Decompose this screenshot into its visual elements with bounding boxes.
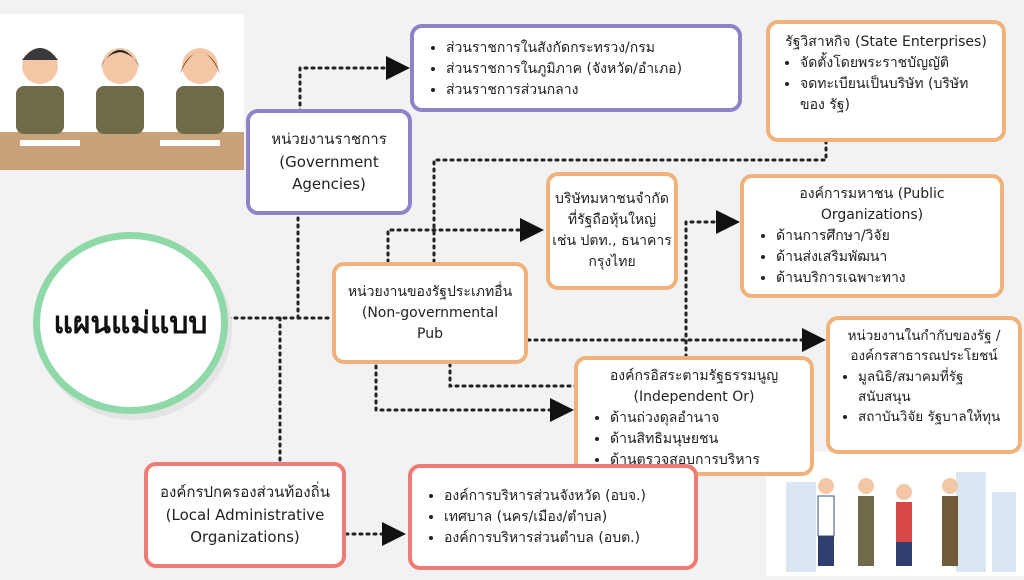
line-gov-items: [298, 56, 410, 114]
local-title-2: (Local Administrative: [165, 505, 325, 524]
public-company-line: เช่น ปตท., ธนาคาร: [552, 233, 672, 249]
other-title-3: Pub: [417, 325, 443, 342]
gov-item: ส่วนราชการส่วนกลาง: [446, 80, 724, 101]
local-item: เทศบาล (นคร/เมือง/ตำบล): [444, 507, 680, 528]
local-title-1: องค์กรปกครองส่วนท้องถิ่น: [160, 483, 330, 502]
independent-title-2: (Independent Or): [633, 389, 755, 405]
public-org-title-2: Organizations): [820, 207, 924, 223]
independent-org-box: องค์กรอิสระตามรัฐธรรมนูญ (Independent Or…: [574, 356, 814, 476]
local-admin-box: องค์กรปกครองส่วนท้องถิ่น (Local Administ…: [144, 462, 346, 568]
supervised-title-2: องค์กรสาธารณประโยชน์: [850, 348, 998, 365]
gov-title-3: Agencies): [292, 175, 366, 194]
independent-item: ด้านสิทธิมนุษยชน: [610, 429, 796, 450]
supervised-item: มูลนิธิ/สมาคมที่รัฐ สนับสนุน: [858, 367, 1008, 408]
independent-title-1: องค์กรอิสระตามรัฐธรรมนูญ: [609, 368, 779, 384]
independent-item: ด้านถ่วงดุลอำนาจ: [610, 408, 796, 429]
officials-illustration: [0, 14, 244, 170]
supervised-title-1: หน่วยงานในกำกับของรัฐ /: [847, 328, 1001, 344]
public-company-line: กรุงไทย: [588, 254, 636, 270]
public-org-item: ด้านการศึกษา/วิจัย: [776, 226, 986, 247]
public-company-line: ที่รัฐถือหุ้นใหญ่: [567, 212, 657, 228]
gov-items-box: ส่วนราชการในสังกัดกระทรวง/กรม ส่วนราชการ…: [410, 24, 742, 112]
local-items-box: องค์การบริหารส่วนจังหวัด (อบจ.) เทศบาล (…: [408, 464, 698, 570]
public-org-item: ด้านบริการเฉพาะทาง: [776, 268, 986, 289]
state-enterprises-title: รัฐวิสาหกิจ (State Enterprises): [785, 34, 987, 50]
state-enterprises-box: รัฐวิสาหกิจ (State Enterprises) จัดตั้งโ…: [766, 20, 1006, 142]
other-agencies-box: หน่วยงานของรัฐประเภทอื่น (Non-government…: [332, 262, 528, 364]
supervised-item: สถาบันวิจัย รัฐบาลให้ทุน: [858, 407, 1008, 427]
local-title-3: Organizations): [190, 528, 300, 547]
public-org-title-1: องค์การมหาชน (Public: [799, 186, 945, 202]
state-enterprises-item: จัดตั้งโดยพระราชบัญญัติ: [800, 53, 990, 74]
public-company-line: บริษัทมหาชนจำกัด: [555, 191, 669, 207]
master-plan-label: แผนแม่แบบ: [53, 305, 208, 341]
public-company-box: บริษัทมหาชนจำกัด ที่รัฐถือหุ้นใหญ่ เช่น …: [546, 172, 678, 290]
line-gov-state: [432, 140, 828, 264]
gov-item: ส่วนราชการในสังกัดกระทรวง/กรม: [446, 38, 724, 59]
public-org-item: ด้านส่งเสริมพัฒนา: [776, 247, 986, 268]
master-plan-circle: แผนแม่แบบ: [33, 232, 228, 414]
public-org-box: องค์การมหาชน (Public Organizations) ด้าน…: [740, 174, 1004, 298]
local-item: องค์การบริหารส่วนจังหวัด (อบจ.): [444, 486, 680, 507]
state-enterprises-item: จดทะเบียนเป็นบริษัท (บริษัทของ รัฐ): [800, 74, 990, 116]
gov-title-1: หน่วยงานราชการ: [271, 130, 387, 149]
line-other-company: [386, 218, 544, 264]
gov-title-2: (Government: [279, 152, 379, 171]
line-other-independent: [374, 364, 574, 422]
local-item: องค์การบริหารส่วนตำบล (อบต.): [444, 528, 680, 549]
other-title-2: (Non-governmental: [361, 304, 499, 321]
gov-item: ส่วนราชการในภูมิภาค (จังหวัด/อำเภอ): [446, 59, 724, 80]
gov-agencies-box: หน่วยงานราชการ (Government Agencies): [246, 109, 412, 215]
other-title-1: หน่วยงานของรัฐประเภทอื่น: [347, 283, 513, 300]
supervised-box: หน่วยงานในกำกับของรัฐ / องค์กรสาธารณประโ…: [826, 316, 1022, 454]
